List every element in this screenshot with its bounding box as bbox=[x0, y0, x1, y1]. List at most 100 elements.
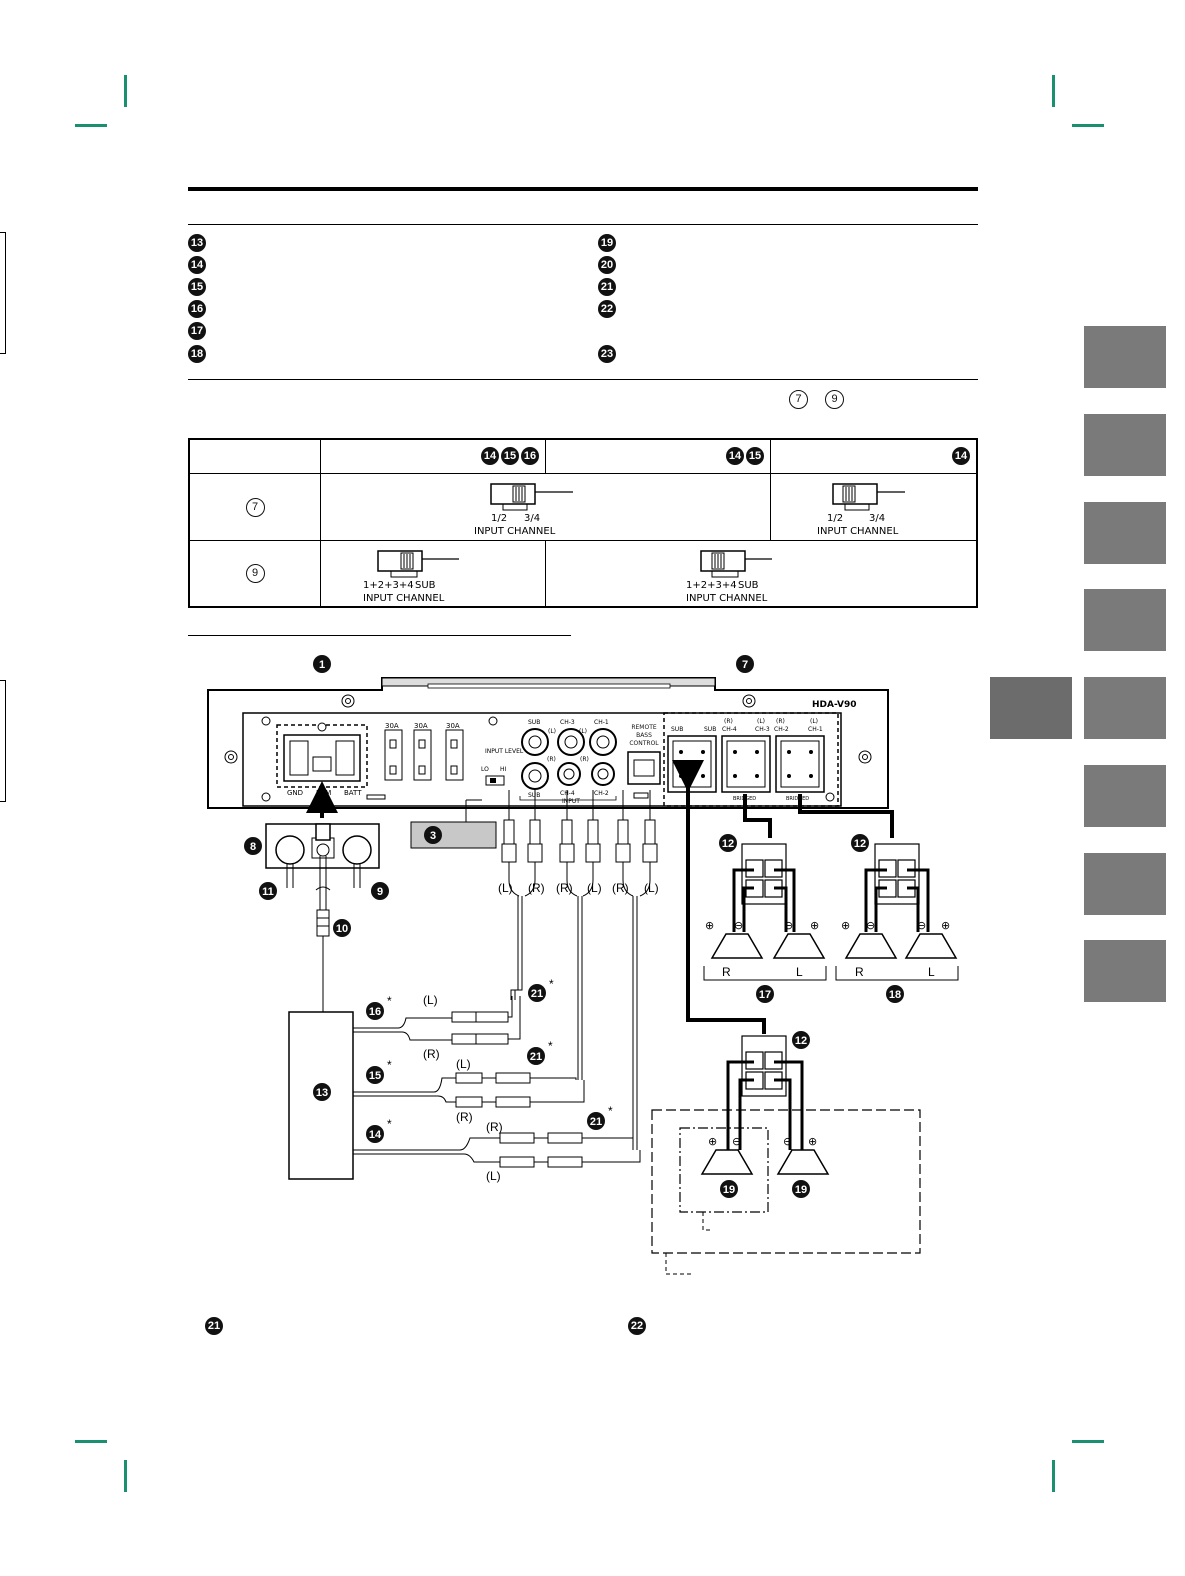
svg-text:19: 19 bbox=[795, 1184, 807, 1196]
rca-jacks bbox=[521, 728, 617, 790]
rca-lr: (L) bbox=[579, 728, 587, 735]
side-tab bbox=[1084, 853, 1166, 915]
sp-lr: (L) bbox=[810, 718, 818, 725]
switch-cell: 1+2+3+4 SUB INPUT CHANNEL bbox=[545, 539, 978, 608]
svg-text:*: * bbox=[387, 1058, 392, 1072]
svg-text:*: * bbox=[608, 1104, 613, 1118]
term-rem: REM bbox=[316, 789, 331, 797]
legend-badge: 23 bbox=[598, 345, 616, 363]
table-corner bbox=[188, 438, 321, 474]
callout-badges: 1 7 3 8 9 10 11 12 12 12 13 14 15 16 17 … bbox=[244, 655, 904, 1198]
enclosure-outline bbox=[651, 1109, 921, 1254]
switch-cell: 1+2+3+4 SUB INPUT CHANNEL bbox=[320, 539, 546, 608]
side-tab bbox=[1084, 765, 1166, 827]
polarity-minus-icon: ⊖ bbox=[917, 919, 926, 932]
svg-text:3: 3 bbox=[430, 830, 436, 842]
amplifier: HDA-V90 GND REM BATT 30A bbox=[207, 677, 889, 809]
sp-lr: (R) bbox=[776, 718, 785, 725]
section-rule bbox=[188, 635, 571, 636]
rca-plugs bbox=[501, 819, 658, 863]
polarity-plus-icon: ⊕ bbox=[810, 919, 819, 932]
rca-label: CH-3 bbox=[560, 719, 575, 726]
row-header: 9 bbox=[188, 539, 321, 608]
cable-label: (L) bbox=[486, 1169, 501, 1183]
term-batt: BATT bbox=[344, 789, 362, 797]
edge-fragment bbox=[0, 232, 6, 354]
power-connector bbox=[265, 781, 380, 1012]
speaker-icon bbox=[700, 933, 958, 1175]
rca-label: SUB bbox=[528, 719, 540, 726]
crop-mark bbox=[124, 1460, 127, 1492]
input-level-hi: HI bbox=[500, 766, 507, 773]
switch-pos-left: 1+2+3+4 bbox=[686, 580, 737, 591]
channel-r: R bbox=[722, 965, 731, 979]
svg-text:21: 21 bbox=[530, 1051, 542, 1063]
legend-badge: 18 bbox=[188, 345, 206, 363]
switch-caption: INPUT CHANNEL bbox=[363, 593, 445, 604]
input-channel-switch: 1+2+3+4 SUB INPUT CHANNEL bbox=[363, 549, 459, 604]
crop-mark bbox=[75, 124, 107, 127]
polarity-plus-icon: ⊕ bbox=[941, 919, 950, 932]
switch-caption: INPUT CHANNEL bbox=[474, 526, 556, 537]
svg-text:21: 21 bbox=[531, 988, 543, 1000]
fuse-label: 30A bbox=[385, 722, 399, 730]
rca-label: CH-1 bbox=[594, 719, 609, 726]
svg-text:1: 1 bbox=[319, 659, 325, 671]
bottom-ref: 22 bbox=[628, 1317, 646, 1335]
section-rule bbox=[188, 224, 978, 225]
asterisks: * * * * * * bbox=[387, 977, 613, 1131]
speaker-connector bbox=[741, 843, 920, 1097]
input-level-label: INPUT LEVEL bbox=[485, 748, 524, 755]
switch-pos-right: 3/4 bbox=[524, 513, 540, 524]
svg-text:11: 11 bbox=[262, 886, 274, 898]
svg-text:8: 8 bbox=[250, 841, 256, 853]
sp-term-label: CH-4 bbox=[722, 726, 737, 733]
fuse-block bbox=[384, 729, 464, 781]
switch-pos-left: 1/2 bbox=[491, 513, 507, 524]
side-tab bbox=[1084, 326, 1166, 388]
term-gnd: GND bbox=[287, 789, 303, 797]
sp-term-label: SUB bbox=[704, 726, 716, 733]
polarity-minus-icon: ⊖ bbox=[734, 919, 743, 932]
model-label: HDA-V90 bbox=[812, 700, 857, 710]
svg-text:*: * bbox=[549, 977, 554, 991]
legend-badge: 14 bbox=[188, 256, 206, 274]
bracket bbox=[703, 966, 827, 981]
speaker-terminal-blocks bbox=[667, 735, 825, 793]
cable-label: (L) bbox=[423, 993, 438, 1007]
channel-label: (R) bbox=[556, 881, 573, 895]
legend-badge: 16 bbox=[188, 300, 206, 318]
cable-label: (L) bbox=[456, 1057, 471, 1071]
switch-cell: 1/2 3/4 INPUT CHANNEL bbox=[770, 472, 978, 541]
crop-mark bbox=[124, 75, 127, 107]
channel-label: (R) bbox=[528, 881, 545, 895]
switch-pos-left: 1/2 bbox=[827, 513, 843, 524]
channel-l: L bbox=[928, 965, 935, 979]
legend-badge: 17 bbox=[188, 322, 206, 340]
bracket bbox=[835, 966, 959, 981]
svg-text:9: 9 bbox=[377, 886, 383, 898]
polarity-plus-icon: ⊕ bbox=[808, 1135, 817, 1148]
side-tab-active bbox=[990, 677, 1072, 739]
channel-label: (L) bbox=[587, 881, 602, 895]
cable-label: (R) bbox=[456, 1110, 473, 1124]
svg-text:13: 13 bbox=[316, 1087, 328, 1099]
svg-text:15: 15 bbox=[369, 1070, 381, 1082]
note-ref: 9 bbox=[825, 390, 844, 409]
svg-text:12: 12 bbox=[795, 1035, 807, 1047]
svg-text:7: 7 bbox=[742, 659, 748, 671]
switch-caption: INPUT CHANNEL bbox=[817, 526, 899, 537]
switch-pos-right: SUB bbox=[738, 580, 759, 591]
side-tab bbox=[1084, 677, 1166, 739]
side-tab bbox=[1084, 589, 1166, 651]
callout-box bbox=[410, 821, 497, 849]
fuse-label: 30A bbox=[446, 722, 460, 730]
header-rule bbox=[188, 187, 978, 191]
crop-mark bbox=[1052, 1460, 1055, 1492]
svg-text:*: * bbox=[548, 1039, 553, 1053]
section-rule bbox=[188, 379, 978, 380]
input-level-lo: LO bbox=[481, 766, 489, 773]
